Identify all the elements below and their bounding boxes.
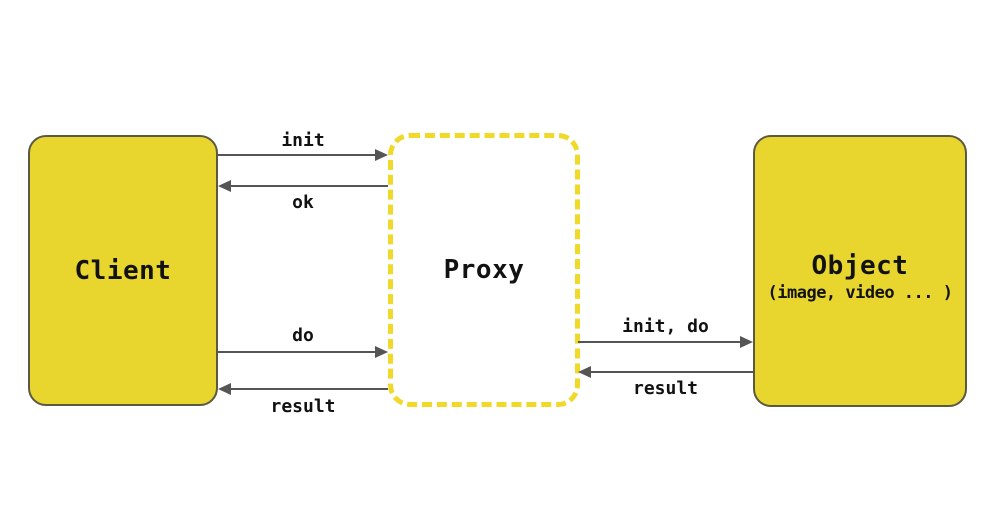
arrow-shaft: [578, 341, 743, 343]
arrow-shaft: [588, 371, 753, 373]
arrow-shaft: [218, 154, 378, 156]
ok-arrow-label: ok: [292, 192, 314, 213]
arrowhead-left-icon: [218, 383, 231, 395]
proxy-node: Proxy: [388, 133, 580, 407]
arrowhead-right-icon: [375, 149, 388, 161]
object-node-label: Object: [811, 251, 909, 281]
result-arrow-proxy-label: result: [632, 378, 699, 399]
result-arrow-client-label: result: [270, 396, 336, 417]
arrowhead-left-icon: [578, 366, 591, 378]
arrowhead-right-icon: [375, 346, 388, 358]
arrow-shaft: [218, 351, 378, 353]
ok-arrow: [218, 180, 388, 192]
init-arrow-label: init: [281, 130, 325, 151]
arrowhead-right-icon: [740, 336, 753, 348]
result-arrow-proxy: [578, 366, 753, 378]
client-node: Client: [28, 135, 218, 406]
do-arrow: [218, 346, 388, 358]
proxy-node-label: Proxy: [443, 255, 525, 285]
object-node-sublabel: (image, video ... ): [767, 283, 953, 303]
arrow-shaft: [228, 185, 388, 187]
arrowhead-left-icon: [218, 180, 231, 192]
init-do-arrow: [578, 336, 753, 348]
init-arrow: [218, 149, 388, 161]
init-do-arrow-label: init, do: [622, 316, 709, 337]
result-arrow-client: [218, 383, 388, 395]
client-node-label: Client: [74, 255, 172, 286]
object-node: Object (image, video ... ): [753, 135, 967, 407]
arrow-shaft: [228, 388, 388, 390]
do-arrow-label: do: [292, 325, 314, 346]
